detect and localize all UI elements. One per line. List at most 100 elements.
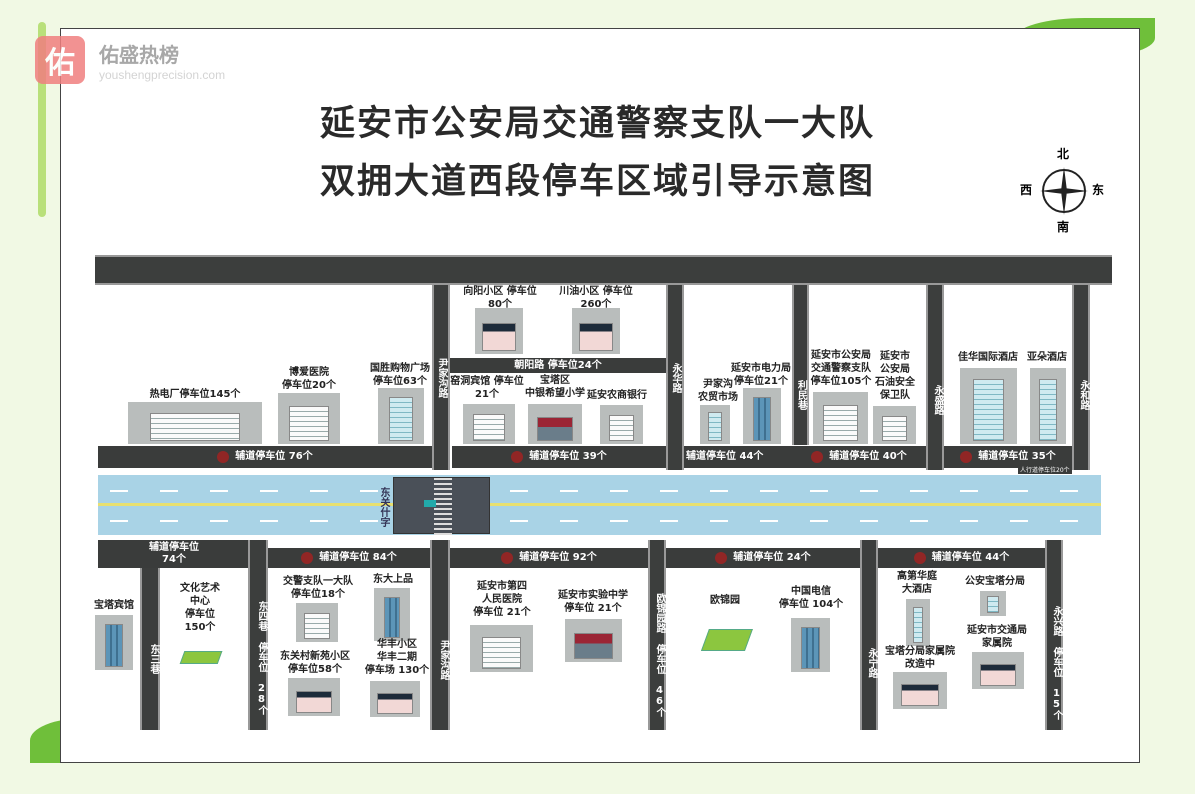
aux-lane-bottom-1: 辅道停车位 74个 (98, 540, 250, 568)
decor-border (38, 22, 46, 217)
road-yonghua: 永华路 (666, 285, 684, 470)
intersection-label: 东关什字 (378, 487, 389, 527)
building-power-bureau (743, 388, 781, 444)
aux-lane-top-1: 辅道停车位 76个 (98, 446, 432, 468)
aux-lane-label: 辅道停车位 84个 (319, 552, 397, 563)
building-label: 延安市实验中学 停车位 21个 (558, 590, 628, 614)
building-label: 延安市交通局 家属院 (967, 625, 1027, 649)
parking-marker-icon (501, 552, 514, 564)
aux-lane-label: 辅道停车位 24个 (733, 552, 811, 563)
aux-lane-label: 辅道停车位 92个 (519, 552, 597, 563)
building-label: 尹家沟 农贸市场 (698, 379, 738, 403)
aux-lane-bottom-3: 辅道停车位 92个 (450, 548, 648, 568)
road-oujinyuan: 欧锦园路 停车位 46个 (648, 540, 666, 730)
aux-lane-label: 辅道停车位 40个 (829, 451, 907, 462)
building-oujinyuan (700, 612, 755, 654)
building-label: 博爱医院 停车位20个 (282, 367, 336, 391)
building-label: 窑洞宾馆 停车位 21个 (450, 376, 524, 400)
building-dongda-shangpin (374, 588, 410, 641)
compass-rose-icon (1040, 167, 1088, 215)
building-label: 高第华庭 大酒店 (897, 571, 937, 595)
road-yongxing: 永兴路 停车位 15个 (1045, 540, 1063, 730)
building-label: 东大上品 (373, 574, 413, 585)
watermark-url: youshengprecision.com (99, 67, 226, 82)
road-chaoyang: 朝阳路 停车位24个 (450, 358, 666, 373)
building-transport-residence (972, 652, 1024, 689)
watermark-logo: 佑 (35, 36, 85, 84)
aux-lane-bottom-4: 辅道停车位 24个 (666, 548, 860, 568)
aux-lane-label: 辅道停车位 76个 (235, 451, 313, 462)
building-label: 宝塔分局家属院 改造中 (885, 646, 955, 670)
building-public-security-branch (980, 591, 1006, 616)
building-label: 向阳小区 停车位 80个 (463, 286, 537, 310)
building-experimental-school (565, 619, 622, 662)
building-label: 中国电信 停车位 104个 (778, 586, 844, 610)
building-label: 延安农商银行 (587, 390, 647, 401)
parking-marker-icon (811, 451, 824, 463)
building-label: 热电厂停车位145个 (149, 389, 241, 400)
building-xiangyang-community (475, 308, 523, 354)
aux-lane-top-4: 辅道停车位 40个 (792, 446, 926, 468)
road-yinjiagou-south: 尹家沟路 (430, 540, 450, 730)
compass-south: 南 (1057, 220, 1070, 234)
compass-west: 西 (1020, 183, 1033, 197)
building-label: 亚朵酒店 (1027, 352, 1067, 363)
road-dongsi: 东四巷 停车位 28个 (248, 540, 268, 730)
building-guosheng-mall (378, 388, 424, 444)
road-yinjiagou-north: 尹家沟路 (432, 285, 450, 470)
title-line-1: 延安市公安局交通警察支队一大队 (319, 104, 875, 144)
building-zhongyin-school (528, 404, 582, 444)
road-dongsan: 东三巷 (140, 568, 160, 730)
compass: 北 南 西 东 (1020, 145, 1120, 235)
parking-marker-icon (511, 451, 524, 463)
building-boai-hospital (278, 393, 340, 444)
parking-marker-icon (960, 451, 973, 463)
building-chuanyou-community (572, 308, 620, 354)
building-thermal-plant (128, 402, 262, 444)
intersection-image (393, 477, 490, 535)
building-jiahua-hotel (960, 368, 1017, 444)
building-fourth-hospital (470, 625, 533, 672)
building-dongguan-xinyuan (288, 678, 340, 716)
parking-marker-icon (913, 552, 926, 564)
building-police-brigade (296, 603, 338, 642)
parking-marker-icon (217, 451, 230, 463)
lane-dashes (110, 490, 1090, 492)
building-rural-bank (600, 405, 643, 444)
aux-lane-label: 辅道停车位 35个 (978, 451, 1056, 462)
aux-lane-top-5: 辅道停车位 35个 (944, 446, 1072, 468)
main-road-median (98, 503, 1101, 506)
building-label: 延安市电力局 停车位21个 (731, 363, 791, 387)
building-label: 延安市公安局 交通警察支队 停车位105个 (810, 350, 872, 387)
building-china-telecom (791, 618, 830, 672)
building-atour-hotel (1030, 368, 1066, 444)
road-limin: 利民巷 (792, 285, 809, 445)
building-label: 延安市第四 人民医院 停车位 21个 (473, 581, 531, 618)
title-line-2: 双拥大道西段停车区域引导示意图 (319, 162, 875, 202)
building-label: 宝塔区 中银希望小学 (525, 375, 585, 399)
building-label: 欧锦园 (710, 595, 740, 606)
building-label: 延安市 公安局 石油安全 保卫队 (875, 351, 915, 401)
aux-lane-bottom-5: 辅道停车位 44个 (878, 548, 1045, 568)
building-oil-security (873, 406, 916, 444)
top-road (95, 255, 1112, 285)
building-label: 华丰小区 华丰二期 停车场 130个 (364, 639, 430, 676)
building-baota-hotel (95, 615, 133, 670)
building-label: 国胜购物广场 停车位63个 (370, 363, 430, 387)
aux-lane-top-2: 辅道停车位 39个 (452, 446, 666, 468)
building-label: 公安宝塔分局 (965, 576, 1025, 587)
aux-lane-label: 辅道停车位 44个 (931, 552, 1010, 563)
building-farmers-market (700, 405, 730, 444)
aux-lane-top-3: 辅道停车位 44个 (684, 446, 792, 468)
aux-lane-label: 辅道停车位 39个 (529, 451, 607, 462)
watermark-name: 佑盛热榜 (99, 42, 179, 67)
building-label: 文化艺术 中心 停车位 150个 (180, 583, 220, 633)
building-yaodong-hotel (463, 404, 515, 444)
building-label: 佳华国际酒店 (958, 352, 1018, 363)
aux-lane-bottom-2: 辅道停车位 84个 (268, 548, 430, 568)
watermark: 佑 佑盛热榜 youshengprecision.com (35, 36, 225, 84)
building-traffic-police (813, 392, 868, 444)
parking-marker-icon (301, 552, 314, 564)
compass-north: 北 (1057, 147, 1070, 161)
building-culture-center (177, 639, 225, 667)
